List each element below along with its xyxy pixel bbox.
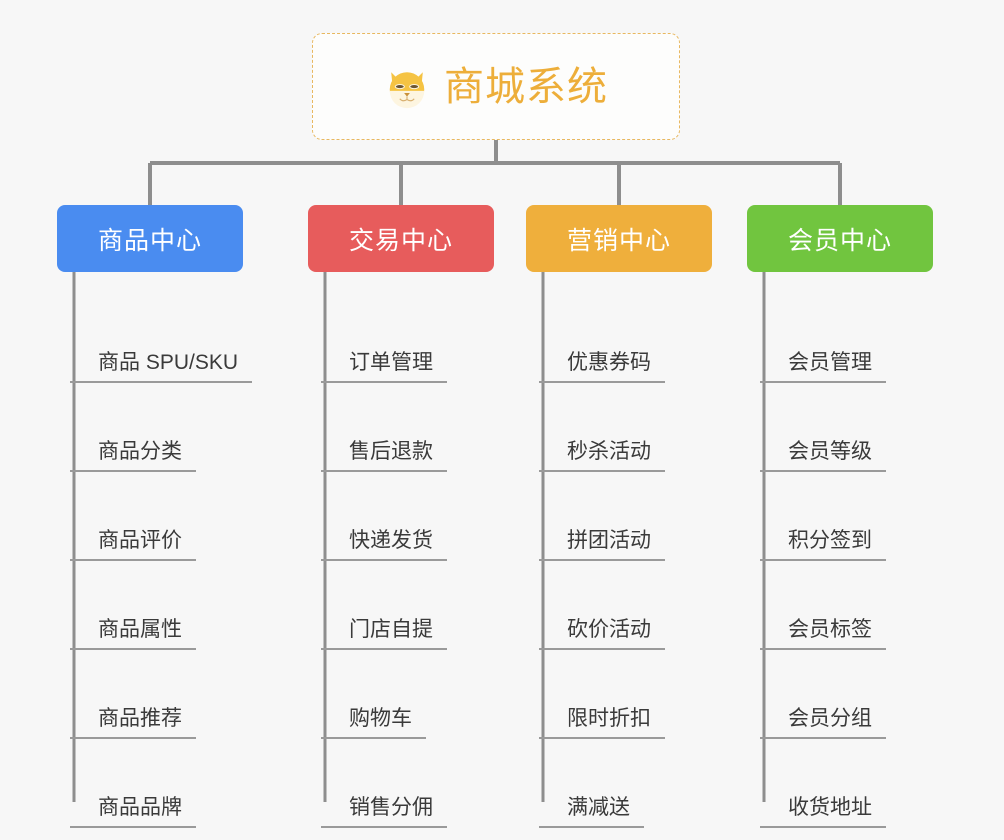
list-item[interactable]: 拼团活动 — [539, 472, 712, 561]
leaf-label: 快递发货 — [321, 529, 447, 561]
category-header-2[interactable]: 交易中心 — [308, 205, 494, 272]
leaf-label: 商品推荐 — [70, 707, 196, 739]
leaf-label: 积分签到 — [760, 529, 886, 561]
list-item[interactable]: 收货地址 — [760, 739, 933, 828]
leaf-label: 优惠券码 — [539, 351, 665, 383]
list-item[interactable]: 销售分佣 — [321, 739, 494, 828]
page-title: 商城系统 — [444, 64, 608, 109]
list-item[interactable]: 秒杀活动 — [539, 383, 712, 472]
leaf-label: 商品品牌 — [70, 796, 196, 828]
leaf-list-3: 优惠券码 秒杀活动 拼团活动 砍价活动 限时折扣 满减送 — [526, 294, 712, 828]
list-item[interactable]: 满减送 — [539, 739, 712, 828]
list-item[interactable]: 商品评价 — [70, 472, 243, 561]
leaf-label: 商品分类 — [70, 440, 196, 472]
category-header-3[interactable]: 营销中心 — [526, 205, 712, 272]
list-item[interactable]: 会员等级 — [760, 383, 933, 472]
list-item[interactable]: 会员管理 — [760, 294, 933, 383]
leaf-label: 商品 SPU/SKU — [70, 351, 253, 383]
leaf-label: 满减送 — [539, 796, 644, 828]
leaf-label: 会员标签 — [760, 618, 886, 650]
category-column-1: 商品中心 商品 SPU/SKU 商品分类 商品评价 商品属性 商品推荐 商品品牌 — [57, 205, 253, 828]
leaf-list-2: 订单管理 售后退款 快递发货 门店自提 购物车 销售分佣 — [308, 294, 494, 828]
list-item[interactable]: 商品推荐 — [70, 650, 243, 739]
leaf-label: 购物车 — [321, 707, 426, 739]
leaf-label: 会员等级 — [760, 440, 886, 472]
leaf-label: 售后退款 — [321, 440, 447, 472]
leaf-label: 门店自提 — [321, 618, 447, 650]
leaf-label: 限时折扣 — [539, 707, 665, 739]
category-column-3: 营销中心 优惠券码 秒杀活动 拼团活动 砍价活动 限时折扣 满减送 — [526, 205, 712, 828]
list-item[interactable]: 商品分类 — [70, 383, 243, 472]
leaf-list-1: 商品 SPU/SKU 商品分类 商品评价 商品属性 商品推荐 商品品牌 — [57, 294, 253, 828]
list-item[interactable]: 会员分组 — [760, 650, 933, 739]
list-item[interactable]: 售后退款 — [321, 383, 494, 472]
leaf-label: 砍价活动 — [539, 618, 665, 650]
leaf-label: 订单管理 — [321, 351, 447, 383]
list-item[interactable]: 门店自提 — [321, 561, 494, 650]
list-item[interactable]: 商品品牌 — [70, 739, 243, 828]
leaf-label: 会员分组 — [760, 707, 886, 739]
leaf-list-4: 会员管理 会员等级 积分签到 会员标签 会员分组 收货地址 — [747, 294, 933, 828]
list-item[interactable]: 订单管理 — [321, 294, 494, 383]
leaf-label: 秒杀活动 — [539, 440, 665, 472]
list-item[interactable]: 砍价活动 — [539, 561, 712, 650]
list-item[interactable]: 快递发货 — [321, 472, 494, 561]
leaf-label: 收货地址 — [760, 796, 886, 828]
leaf-label: 商品属性 — [70, 618, 196, 650]
leaf-label: 销售分佣 — [321, 796, 447, 828]
list-item[interactable]: 优惠券码 — [539, 294, 712, 383]
category-header-4[interactable]: 会员中心 — [747, 205, 933, 272]
category-header-1[interactable]: 商品中心 — [57, 205, 243, 272]
category-column-4: 会员中心 会员管理 会员等级 积分签到 会员标签 会员分组 收货地址 — [747, 205, 933, 828]
list-item[interactable]: 商品 SPU/SKU — [70, 294, 253, 383]
list-item[interactable]: 限时折扣 — [539, 650, 712, 739]
list-item[interactable]: 会员标签 — [760, 561, 933, 650]
list-item[interactable]: 积分签到 — [760, 472, 933, 561]
category-column-2: 交易中心 订单管理 售后退款 快递发货 门店自提 购物车 销售分佣 — [308, 205, 494, 828]
root-node[interactable]: 商城系统 — [312, 33, 680, 140]
list-item[interactable]: 购物车 — [321, 650, 494, 739]
leaf-label: 拼团活动 — [539, 529, 665, 561]
shiba-dog-face-icon — [384, 65, 430, 111]
leaf-label: 会员管理 — [760, 351, 886, 383]
leaf-label: 商品评价 — [70, 529, 196, 561]
list-item[interactable]: 商品属性 — [70, 561, 243, 650]
